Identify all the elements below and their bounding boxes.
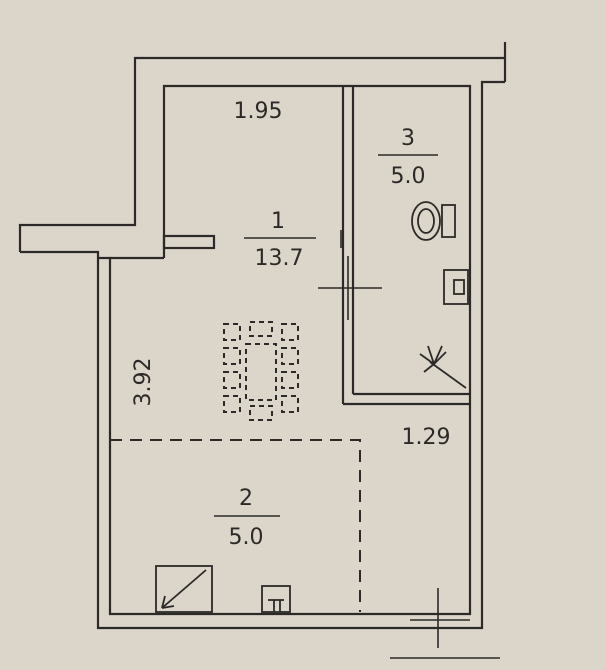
dimension-left-height: 3.92	[131, 358, 156, 407]
table-with-chairs-icon	[223, 321, 299, 421]
room-area: 5.0	[229, 525, 264, 550]
kitchen-zone-boundary	[110, 439, 361, 612]
outer-walls	[18, 42, 507, 630]
outer-wall-inline	[20, 80, 505, 630]
room-area: 13.7	[255, 246, 304, 271]
toilet-icon	[411, 201, 456, 241]
sink-icon	[443, 269, 469, 305]
dimension-corridor-width: 1.29	[402, 425, 451, 450]
room-label-3: 3 5.0	[378, 126, 438, 189]
wall-stub	[162, 234, 216, 250]
room-area: 5.0	[391, 164, 426, 189]
cross-marks	[318, 256, 500, 659]
room-label-2: 2 5.0	[214, 486, 280, 550]
outer-wall-outline	[18, 56, 505, 252]
bathroom-walls	[340, 86, 470, 406]
room-number: 1	[271, 209, 285, 234]
room-label-1: 1 13.7	[244, 209, 316, 271]
stove-icon	[155, 565, 213, 613]
room-number: 3	[401, 126, 415, 151]
shower-icon	[419, 345, 467, 389]
cabinet-icon	[261, 585, 291, 613]
room-number: 2	[239, 486, 253, 511]
dimension-top-width: 1.95	[234, 99, 283, 124]
